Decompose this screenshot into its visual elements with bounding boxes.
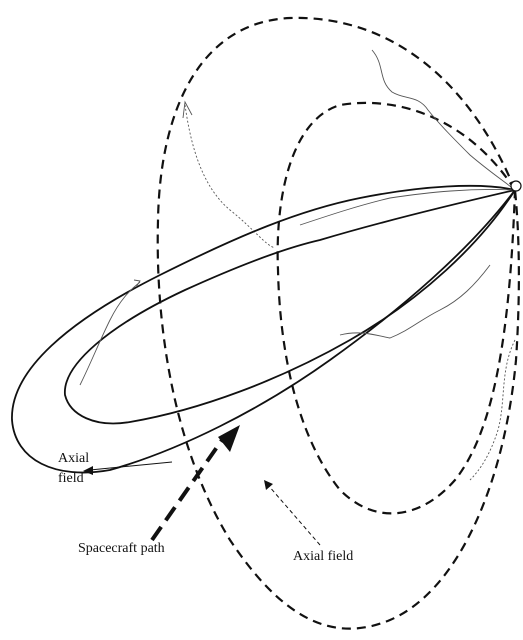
rope-outer-edge: [11, 184, 516, 474]
axial-field-bottom-label: Axial field: [293, 549, 353, 564]
axial-field-bottom-arrow: [267, 484, 321, 546]
axial-field-left-arrowhead: [83, 466, 93, 475]
rope-inner-edge: [64, 189, 516, 425]
field-line-arrowhead: [182, 100, 193, 119]
field-line-outer-left: [184, 104, 276, 249]
rope-band-line-2: [339, 264, 491, 339]
field-line-outer-right: [469, 339, 516, 481]
axial-field-left-label-line2: field: [58, 471, 84, 486]
rope-band-arrowhead: [133, 279, 141, 288]
rope-band-line-1: [299, 189, 516, 226]
apex-point: [510, 180, 522, 192]
spacecraft-path-line: [150, 438, 224, 542]
rope-band-line-3: [79, 281, 141, 386]
outer-dashed-loop: [156, 16, 520, 630]
axial-field-bottom-arrowhead: [264, 480, 273, 490]
field-line-outer-top: [371, 49, 516, 191]
spacecraft-path-arrowhead: [218, 425, 240, 452]
spacecraft-path-label: Spacecraft path: [78, 541, 165, 556]
axial-field-left-arrow: [89, 461, 173, 471]
inner-dashed-loop: [276, 101, 517, 515]
axial-field-left-label-line1: Axial: [58, 451, 89, 466]
